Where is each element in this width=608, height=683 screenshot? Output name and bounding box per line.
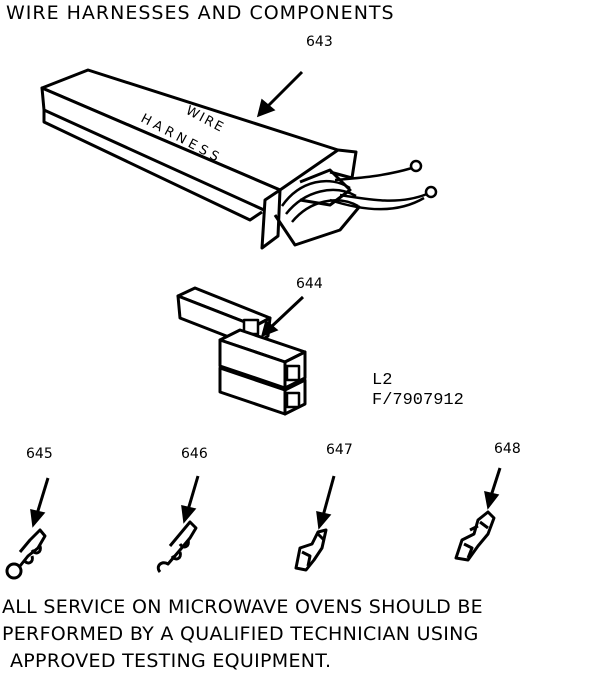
terminal-648 (454, 510, 496, 562)
callout-648: 648 (494, 441, 521, 457)
service-note: ALL SERVICE ON MICROWAVE OVENS SHOULD BE… (2, 594, 483, 675)
model-line1: L2 (372, 371, 393, 390)
terminal-647 (294, 528, 328, 572)
connector-housing (176, 286, 307, 416)
callout-643: 643 (306, 34, 333, 50)
callout-arrow-648 (484, 467, 502, 510)
callout-arrow-643 (256, 70, 304, 118)
callout-645: 645 (26, 446, 53, 462)
callout-646: 646 (181, 446, 208, 462)
service-note-line3: APPROVED TESTING EQUIPMENT. (10, 650, 332, 672)
model-number: L2 F/7907912 (372, 371, 464, 411)
callout-arrow-647 (316, 475, 336, 530)
callout-arrow-646 (181, 475, 200, 524)
callout-arrow-645 (30, 477, 50, 528)
callout-644: 644 (296, 276, 323, 292)
model-line2: F/7907912 (372, 391, 464, 410)
service-note-line2: PERFORMED BY A QUALIFIED TECHNICIAN USIN… (2, 623, 479, 645)
callout-arrow-644 (260, 295, 305, 338)
callout-647: 647 (326, 442, 353, 458)
diagram-title: WIRE HARNESSES AND COMPONENTS (6, 2, 395, 24)
terminal-646 (156, 520, 198, 573)
wire-harness-box (40, 68, 438, 250)
service-note-line1: ALL SERVICE ON MICROWAVE OVENS SHOULD BE (2, 596, 483, 618)
ring-terminal-645 (5, 528, 47, 580)
